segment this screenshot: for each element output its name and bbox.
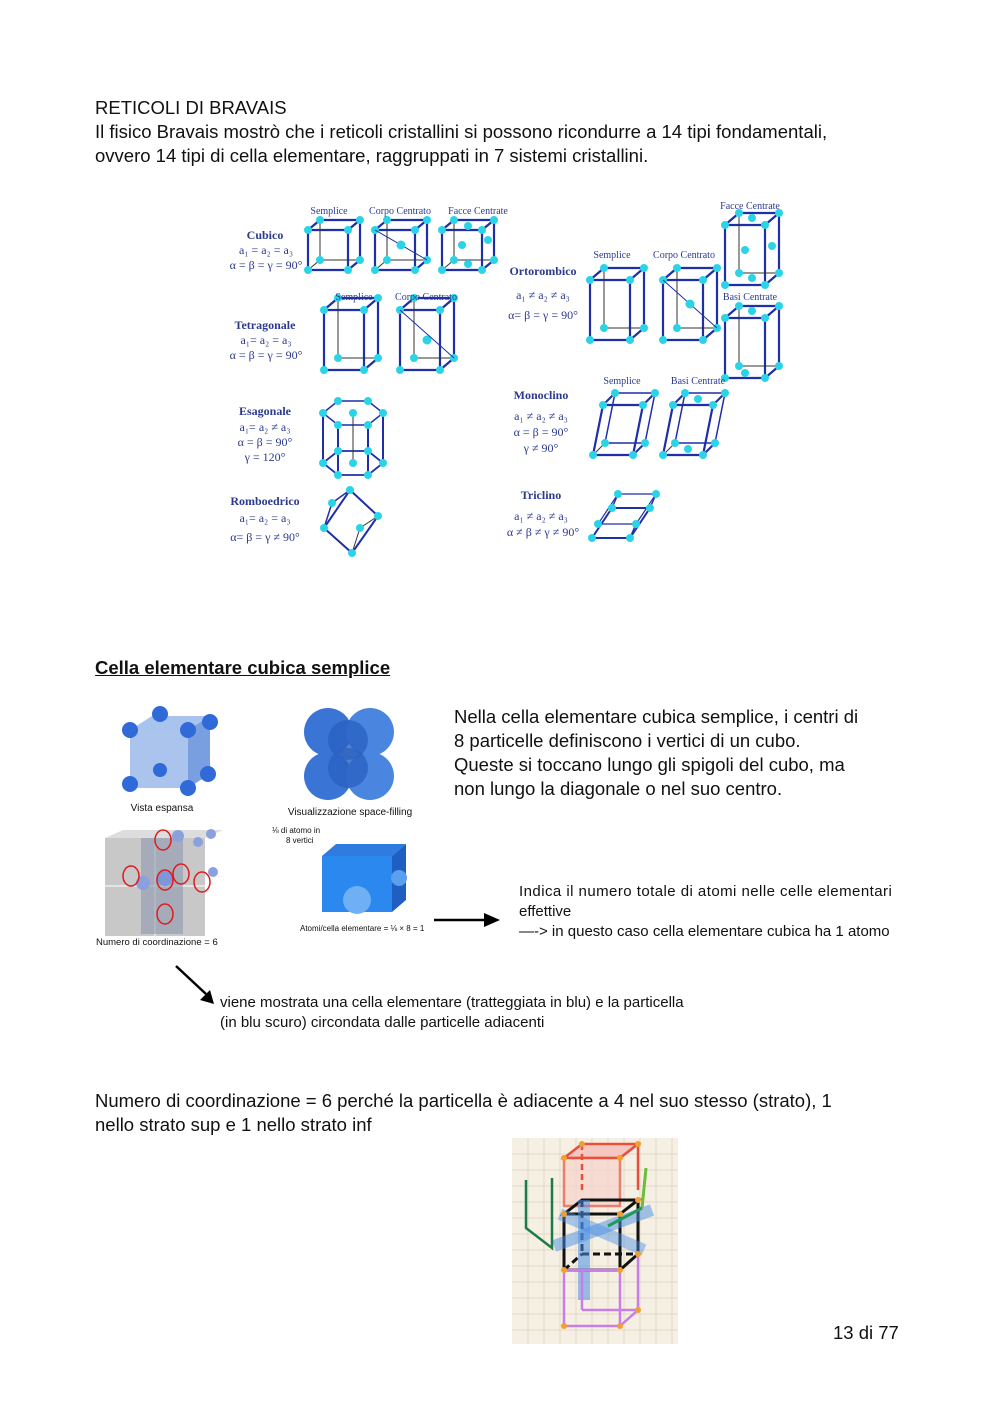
coordination-line-1: Numero di coordinazione = 6 perché la pa… (95, 1090, 832, 1111)
description-line-1: Nella cella elementare cubica semplice, … (454, 706, 859, 727)
tetragonal-body-label: Corpo Centrato (395, 292, 457, 303)
tetragonal-param-1: a₁= a₂ = a₃ (240, 333, 292, 347)
eighth-fraction: ⅛ (272, 826, 281, 835)
expanded-cube-drawing (122, 706, 218, 796)
note-below-line-1: viene mostrata una cella elementare (tra… (220, 994, 684, 1011)
monoclinic-simple-label: Semplice (603, 376, 641, 387)
triclinic-param-2: α ≠ β ≠ γ ≠ 90° (506, 525, 580, 539)
rhombohedral-param-2: α= β = γ ≠ 90° (230, 530, 300, 544)
triclinic-param-1: a₁ ≠ a₂ ≠ a₃ (514, 509, 568, 523)
cubic-simple-label: Semplice (310, 206, 348, 217)
orthorhombic-param-1: a₁ ≠ a₂ ≠ a₃ (516, 288, 570, 302)
atoms-per-cell-label: Atomi/cella elementare = ⅛ × 8 = 1 (300, 924, 425, 933)
rhombohedral-system-name: Romboedrico (230, 494, 300, 508)
space-filling-drawing (304, 708, 394, 800)
space-filling-label: Visualizzazione space-filling (287, 807, 413, 818)
cubic-param-2: α = β = γ = 90° (229, 258, 303, 272)
description-line-3: Queste si toccano lungo gli spigoli del … (454, 754, 845, 775)
expanded-view-figure (110, 702, 230, 802)
orthorhombic-param-2: α= β = γ = 90° (508, 308, 578, 322)
page-number: 13 di 77 (833, 1322, 899, 1343)
orthorhombic-simple-label: Semplice (593, 250, 631, 261)
monoclinic-base-label: Basi Centrate (670, 376, 726, 387)
monoclinic-param-1: a₁ ≠ a₂ ≠ a₃ (514, 409, 568, 423)
atoms-per-cell-figure (314, 838, 414, 918)
hexagonal-param-2: α = β = 90° (237, 435, 293, 449)
bravais-lattices-figure: Semplice Corpo Centrato Facce Centrate C… (220, 198, 790, 558)
diagonal-arrow-icon (175, 965, 214, 1004)
bravais-cells-drawing (302, 207, 785, 557)
coordination-cube-drawing (105, 829, 223, 936)
hexagonal-param-1: a₁= a₂ ≠ a₃ (239, 420, 291, 434)
intro-line-2: ovvero 14 tipi di cella elementare, ragg… (95, 145, 649, 166)
tetragonal-system-name: Tetragonale (234, 318, 296, 332)
intro-line-1: Il fisico Bravais mostrò che i reticoli … (95, 121, 828, 142)
monoclinic-system-name: Monoclino (513, 388, 569, 402)
hexagonal-param-3: γ = 120° (244, 450, 286, 464)
eighth-text-a: di atomo in (280, 826, 321, 835)
orthorhombic-base-label: Basi Centrate (722, 292, 778, 303)
note-right-line-1: Indica il numero totale di atomi nelle c… (519, 883, 893, 900)
monoclinic-param-3: γ ≠ 90° (523, 441, 559, 455)
note-below-line-2: (in blu scuro) circondata dalle particel… (220, 1014, 545, 1031)
tetragonal-simple-label: Semplice (335, 292, 373, 303)
coordination-figure (103, 828, 223, 938)
cubic-system-name: Cubico (246, 228, 284, 242)
coordination-line-2: nello strato sup e 1 nello strato inf (95, 1114, 372, 1135)
layered-cells-drawing (512, 1138, 678, 1344)
orthorhombic-body-label: Corpo Centrato (653, 250, 715, 261)
cubic-body-label: Corpo Centrato (369, 206, 431, 217)
eighth-text-b: 8 vertici (286, 836, 314, 845)
tetragonal-param-2: α = β = γ = 90° (229, 348, 303, 362)
description-line-2: 8 particelle definiscono i vertici di un… (454, 730, 801, 751)
cubic-face-label: Facce Centrate (448, 206, 508, 217)
space-filling-figure (296, 704, 400, 804)
eighth-atom-label: ⅛ di atomo in 8 vertici (272, 826, 320, 846)
orthorhombic-system-name: Ortorombico (509, 264, 577, 278)
right-arrow-icon (434, 913, 500, 927)
monoclinic-param-2: α = β = 90° (513, 425, 569, 439)
page-heading: RETICOLI DI BRAVAIS (95, 97, 287, 118)
cut-cube-drawing (322, 844, 407, 914)
description-line-4: non lungo la diagonale o nel suo centro. (454, 778, 783, 799)
coordination-label: Numero di coordinazione = 6 (96, 937, 218, 948)
note-right-line-2: effettive (519, 903, 572, 920)
orthorhombic-face-label: Facce Centrate (720, 201, 780, 212)
note-right-line-3: —-> in questo caso cella elementare cubi… (519, 923, 890, 940)
rhombohedral-param-1: a₁= a₂ = a₃ (239, 511, 291, 525)
layered-cells-figure (512, 1138, 678, 1344)
hexagonal-system-name: Esagonale (238, 404, 291, 418)
expanded-view-label: Vista espansa (130, 803, 194, 814)
triclinic-system-name: Triclino (520, 488, 562, 502)
section-title: Cella elementare cubica semplice (95, 657, 391, 678)
cubic-param-1: a₁ = a₂ = a₃ (238, 243, 294, 257)
